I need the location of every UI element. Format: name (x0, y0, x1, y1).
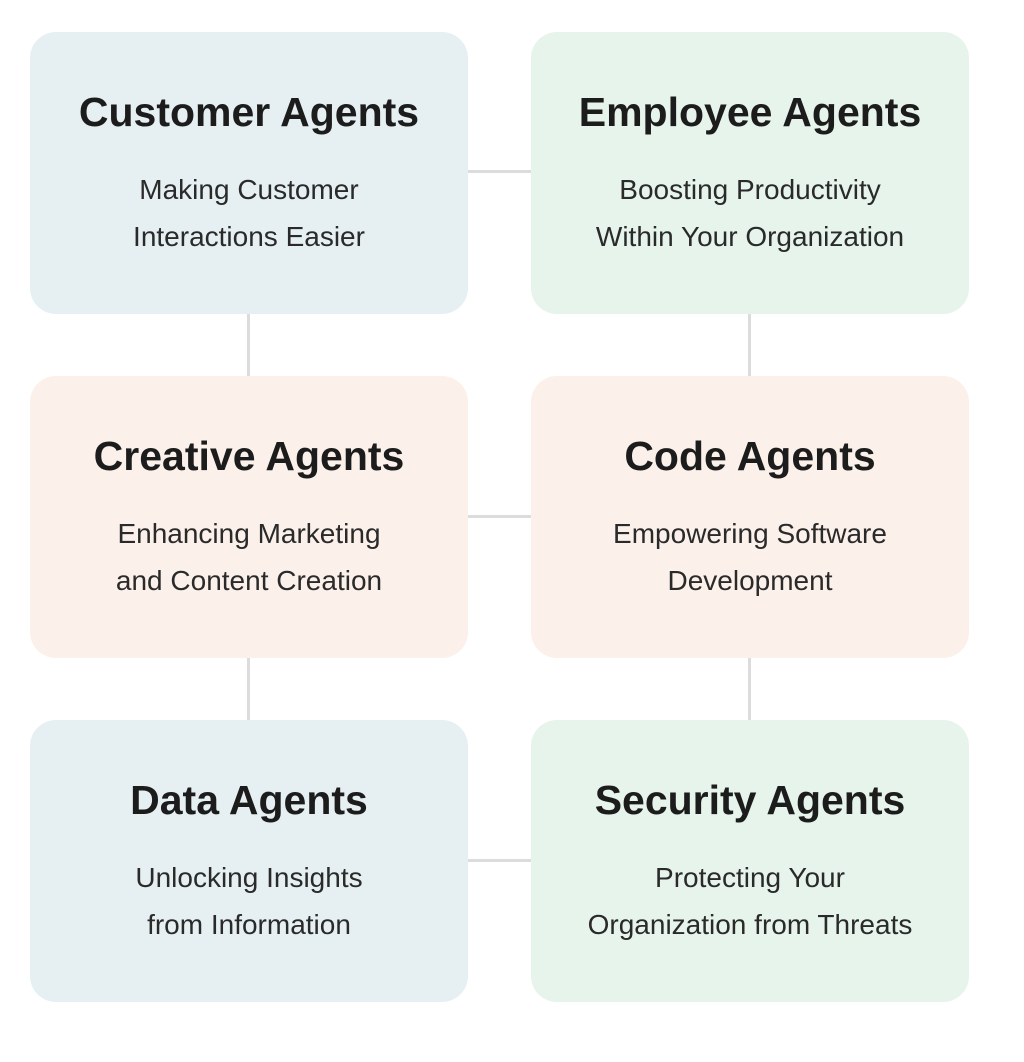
card-description-line: Protecting Your (655, 862, 845, 893)
card-description: Unlocking Insights from Information (135, 854, 362, 948)
card-title: Security Agents (594, 777, 906, 823)
card-title: Employee Agents (578, 89, 922, 135)
card-description: Making Customer Interactions Easier (133, 166, 365, 260)
card-description: Protecting Your Organization from Threat… (588, 854, 913, 948)
card-title: Customer Agents (78, 89, 420, 135)
card-description-line: Unlocking Insights (135, 862, 363, 893)
connector-left-1 (247, 312, 250, 378)
card-description-line: Making Customer (139, 174, 359, 205)
card-description: Boosting Productivity Within Your Organi… (596, 166, 904, 260)
connector-row1 (466, 170, 532, 173)
card-description-line: Organization from Threats (587, 909, 913, 940)
connector-left-2 (247, 656, 250, 722)
card-description-line: and Content Creation (115, 565, 383, 596)
card-employee-agents: Employee Agents Boosting Productivity Wi… (531, 32, 969, 314)
connector-right-2 (748, 656, 751, 722)
card-security-agents: Security Agents Protecting Your Organiza… (531, 720, 969, 1002)
card-title: Data Agents (130, 777, 368, 823)
card-description-line: Enhancing Marketing (117, 518, 381, 549)
card-description-line: Within Your Organization (595, 221, 905, 252)
card-title: Code Agents (624, 433, 876, 479)
card-customer-agents: Customer Agents Making Customer Interact… (30, 32, 468, 314)
card-creative-agents: Creative Agents Enhancing Marketing and … (30, 376, 468, 658)
connector-right-1 (748, 312, 751, 378)
card-description-line: Development (667, 565, 833, 596)
card-code-agents: Code Agents Empowering Software Developm… (531, 376, 969, 658)
connector-row3 (466, 859, 532, 862)
connector-row2 (466, 515, 532, 518)
card-data-agents: Data Agents Unlocking Insights from Info… (30, 720, 468, 1002)
card-title: Creative Agents (93, 433, 405, 479)
card-description-line: from Information (147, 909, 351, 940)
card-description: Empowering Software Development (613, 510, 887, 604)
card-description-line: Boosting Productivity (619, 174, 881, 205)
card-description-line: Interactions Easier (133, 221, 365, 252)
card-description: Enhancing Marketing and Content Creation (116, 510, 382, 604)
card-description-line: Empowering Software (613, 518, 887, 549)
